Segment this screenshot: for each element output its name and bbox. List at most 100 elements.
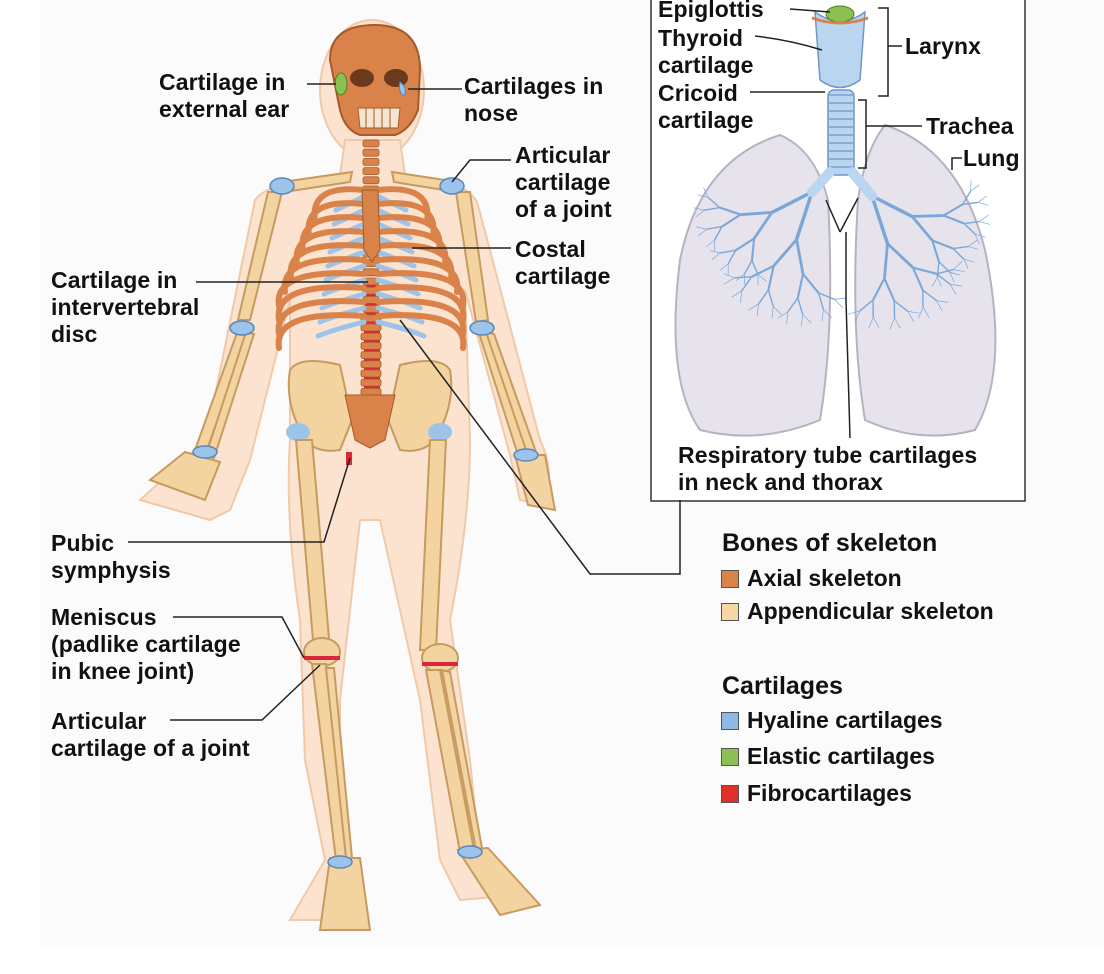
larynx-trachea: [807, 5, 877, 201]
intervertebral-disc: [364, 367, 380, 370]
vertebra: [360, 323, 382, 332]
label-cartilage-external-ear: Cartilage in external ear: [159, 69, 290, 122]
bronchus: [719, 206, 741, 216]
bronchus: [707, 196, 721, 209]
intervertebral-disc: [364, 377, 380, 379]
vertebra: [360, 387, 382, 396]
appendicular-skeleton: [147, 170, 557, 931]
rib: [375, 270, 467, 309]
vertebra: [362, 157, 380, 166]
bronchus: [834, 299, 844, 309]
articular-cartilages: [192, 177, 539, 869]
bronchus: [974, 234, 980, 245]
rib: [375, 298, 467, 337]
bronchus: [817, 292, 825, 310]
bronchus: [727, 250, 737, 265]
bronchus: [931, 239, 954, 250]
bronchus: [735, 237, 755, 252]
legend-item-fibro: Fibrocartilages: [721, 780, 912, 807]
bronchus: [834, 297, 847, 300]
bronchus: [848, 310, 860, 315]
rib: [375, 312, 467, 351]
bronchus: [952, 248, 965, 260]
label-epiglottis: Epiglottis: [658, 0, 764, 22]
intervertebral-disc: [364, 321, 380, 324]
pelvis: [286, 360, 453, 465]
bronchial-tree: [693, 180, 990, 330]
label-larynx: Larynx: [905, 33, 982, 59]
bronchus: [883, 278, 896, 302]
bronchus: [868, 317, 874, 329]
bronchus: [953, 269, 966, 272]
bronchus: [922, 306, 930, 318]
bronchus: [943, 203, 964, 217]
bronchus: [968, 239, 978, 247]
intervertebral-disc: [364, 386, 380, 389]
bronchus: [743, 260, 753, 275]
bronchus: [748, 303, 759, 311]
bronchus: [963, 223, 976, 235]
nose-hyaline-cartilage: [399, 81, 406, 97]
bronchus: [797, 297, 804, 315]
bronchus: [870, 195, 890, 245]
intervertebral-disc: [364, 294, 380, 297]
legend-label-appendicular: Appendicular skeleton: [747, 598, 994, 624]
bronchus: [795, 239, 805, 275]
bronchus: [713, 226, 723, 241]
vertebra: [360, 378, 382, 387]
bronchus: [767, 289, 774, 307]
bronchus: [794, 191, 814, 241]
bronchus: [952, 245, 969, 250]
bronchus: [883, 243, 889, 279]
bronchus: [911, 267, 924, 291]
legend-swatch-elastic: [721, 747, 739, 766]
bronchus: [823, 309, 833, 319]
bronchus: [756, 303, 759, 316]
bronchus: [698, 228, 707, 237]
bronchus: [931, 276, 938, 287]
vertebra: [360, 369, 382, 378]
vertebra: [362, 139, 380, 148]
bronchus: [922, 289, 937, 302]
label-cricoid-cartilage: Cricoid cartilage: [658, 80, 754, 133]
bronchus: [696, 226, 707, 230]
bronchus: [912, 214, 944, 218]
bronchus: [907, 310, 920, 314]
bronchus: [796, 273, 805, 299]
vertebra: [362, 176, 380, 185]
bronchus: [721, 213, 742, 228]
menisci: [304, 656, 458, 666]
rib: [375, 284, 467, 323]
bronchus: [871, 194, 913, 218]
bronchus: [734, 276, 752, 279]
label-trachea: Trachea: [926, 113, 1014, 139]
skull: [328, 23, 422, 136]
bronchus: [979, 214, 989, 222]
bronchus: [936, 273, 951, 285]
bronchus: [740, 211, 773, 217]
bronchus: [750, 238, 756, 261]
bronchus: [731, 290, 742, 298]
costal-cartilage: [375, 319, 427, 339]
legend-label-axial: Axial skeleton: [747, 565, 902, 591]
pubic-symphysis-fibrocartilage: [346, 452, 352, 465]
bronchus: [706, 225, 723, 230]
bronchus: [963, 258, 975, 263]
bronchus: [752, 211, 774, 240]
intervertebral-disc: [364, 340, 380, 343]
vertebra: [360, 332, 382, 341]
ribcage: [275, 186, 467, 351]
bronchus: [821, 309, 824, 322]
rib: [275, 284, 367, 323]
bronchus: [757, 274, 767, 282]
bronchus: [757, 289, 769, 305]
rib: [275, 312, 367, 351]
intervertebral-disc: [364, 303, 380, 306]
bronchus: [889, 317, 895, 330]
costal-cartilage: [315, 319, 367, 339]
bronchus: [962, 201, 979, 206]
bronchus: [949, 284, 957, 295]
bronchus: [937, 276, 942, 288]
legend-item-appendicular: Appendicular skeleton: [721, 598, 994, 625]
bronchus: [777, 311, 789, 319]
